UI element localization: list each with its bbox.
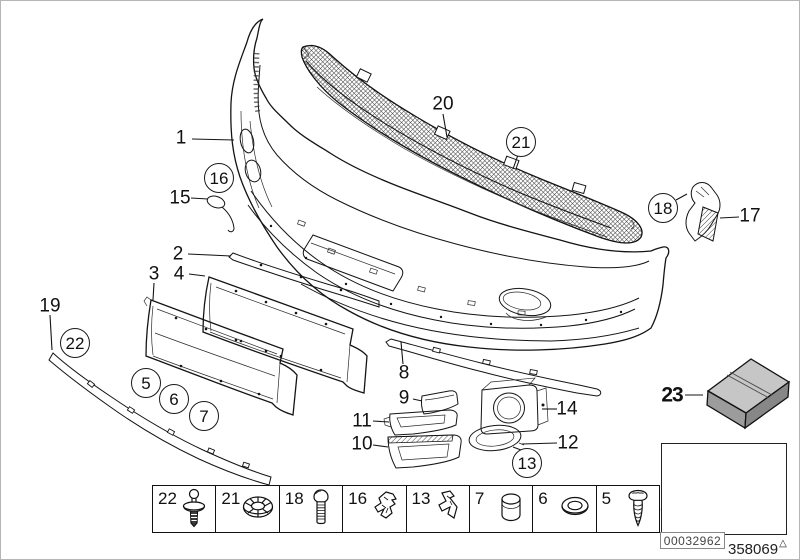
fastener-cell-7[interactable]: 7 — [468, 486, 532, 532]
callout-17[interactable]: 17 — [739, 205, 761, 227]
fastener-cell-label: 5 — [601, 489, 612, 508]
fastener-cell-5[interactable]: 5 — [595, 486, 659, 532]
tow-hook-cover-part — [206, 195, 235, 233]
sheet-number: 358069 △ — [728, 538, 787, 559]
fastener-cell-label: 13 — [411, 489, 431, 508]
fastener-cell-label: 7 — [474, 489, 485, 508]
callout-3[interactable]: 3 — [148, 263, 160, 285]
spring-clip-icon — [373, 491, 397, 519]
callout-18[interactable]: 18 — [648, 193, 678, 223]
callout-15[interactable]: 15 — [169, 187, 191, 209]
callout-2[interactable]: 2 — [172, 243, 184, 265]
callout-4[interactable]: 4 — [173, 263, 185, 285]
fastener-cell-label: 6 — [538, 489, 548, 508]
callout-5[interactable]: 5 — [131, 368, 161, 398]
fastener-cell-22[interactable]: 22 — [153, 486, 215, 532]
callout-23[interactable]: 23 — [661, 383, 683, 407]
brake-duct-grille-part — [387, 434, 462, 469]
fastener-cell-21[interactable]: 21 — [215, 486, 278, 532]
callout-10[interactable]: 10 — [351, 433, 373, 455]
grommet-ring-icon — [561, 496, 589, 516]
fog-lamp-frame-part — [480, 377, 549, 435]
hex-bolt-icon — [313, 489, 329, 525]
spoked-washer-icon — [242, 496, 273, 518]
callout-16[interactable]: 16 — [204, 163, 234, 193]
expansion-rivet-icon — [183, 488, 206, 528]
callout-20[interactable]: 20 — [432, 93, 454, 115]
callout-13[interactable]: 13 — [512, 448, 542, 478]
hardware-kit-box — [706, 358, 791, 430]
callout-1[interactable]: 1 — [175, 127, 187, 149]
lower-trim-strip-part — [385, 338, 602, 397]
callout-6[interactable]: 6 — [159, 384, 189, 414]
mesh-grille-part — [300, 44, 643, 244]
part-number-text: 00032962 — [663, 533, 722, 548]
callout-11[interactable]: 11 — [352, 410, 372, 432]
brake-duct-cover-part — [383, 409, 458, 436]
upper-trim-strip-part — [228, 252, 380, 308]
fastener-cell-16[interactable]: 16 — [342, 486, 405, 532]
fastener-cell-label: 21 — [221, 489, 241, 508]
cap-plug-icon — [501, 493, 521, 522]
car-locator-box — [661, 443, 787, 535]
callout-14[interactable]: 14 — [556, 398, 578, 420]
callout-22[interactable]: 22 — [60, 328, 90, 358]
bumper-cover-part — [230, 18, 670, 351]
callout-21[interactable]: 21 — [506, 127, 536, 157]
base-plate-rear-part — [202, 276, 368, 394]
sheet-number-text: 358069 — [728, 541, 779, 558]
callout-7[interactable]: 7 — [189, 401, 219, 431]
fog-blank-cover-part — [420, 390, 459, 415]
fastener-cell-label: 18 — [284, 489, 304, 508]
callout-8[interactable]: 8 — [398, 362, 410, 384]
fastener-cell-6[interactable]: 6 — [532, 486, 595, 532]
fog-trim-ring-part — [468, 424, 525, 452]
spoiler-strip-part — [48, 352, 272, 486]
torx-screw-icon — [628, 489, 648, 527]
fastener-cell-label: 22 — [158, 489, 177, 508]
callout-19[interactable]: 19 — [39, 295, 61, 317]
callout-9[interactable]: 9 — [398, 387, 410, 409]
fastener-cell-label: 16 — [348, 489, 368, 508]
fastener-legend-table: 22 21 18 16 13 7 6 5 — [152, 485, 660, 533]
fastener-cell-18[interactable]: 18 — [278, 486, 342, 532]
sheet-triangle-icon: △ — [779, 538, 787, 549]
callout-12[interactable]: 12 — [557, 432, 579, 454]
fastener-cell-13[interactable]: 13 — [405, 486, 469, 532]
mounting-clip-icon — [438, 490, 458, 519]
part-number-stamp: 00032962 — [660, 532, 725, 549]
support-bracket-part — [685, 182, 721, 242]
